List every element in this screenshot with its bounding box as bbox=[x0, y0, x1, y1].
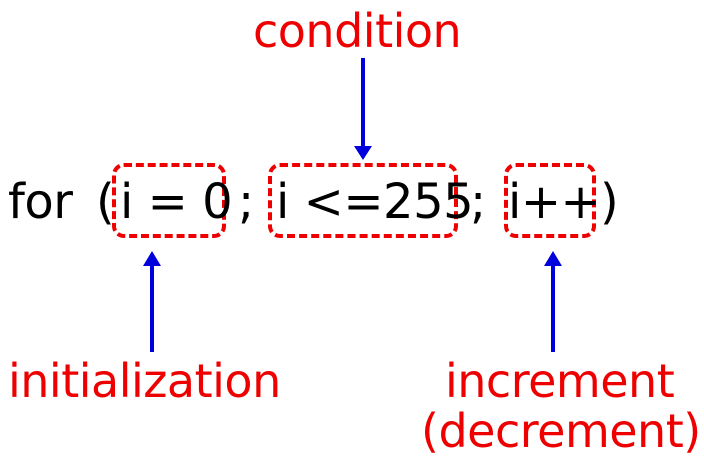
condition-expression: i <=255 bbox=[276, 174, 474, 230]
condition-arrowhead bbox=[354, 146, 372, 160]
close-paren: ) bbox=[600, 174, 619, 230]
increment-arrowhead bbox=[544, 251, 562, 266]
init-expression: i = 0 bbox=[120, 174, 233, 230]
increment-expression: i++ bbox=[508, 174, 601, 230]
condition-label: condition bbox=[253, 4, 462, 58]
initialization-arrowhead bbox=[143, 251, 161, 266]
decrement-label: (decrement) bbox=[421, 404, 701, 458]
init-box bbox=[112, 163, 226, 238]
open-paren: ( bbox=[96, 174, 115, 230]
for-keyword: for bbox=[8, 174, 73, 230]
initialization-label: initialization bbox=[8, 354, 281, 408]
condition-box bbox=[268, 163, 458, 238]
separator-2: ; bbox=[470, 174, 486, 230]
increment-box bbox=[504, 163, 596, 238]
increment-label: increment bbox=[445, 354, 675, 408]
separator-1: ; bbox=[238, 174, 254, 230]
